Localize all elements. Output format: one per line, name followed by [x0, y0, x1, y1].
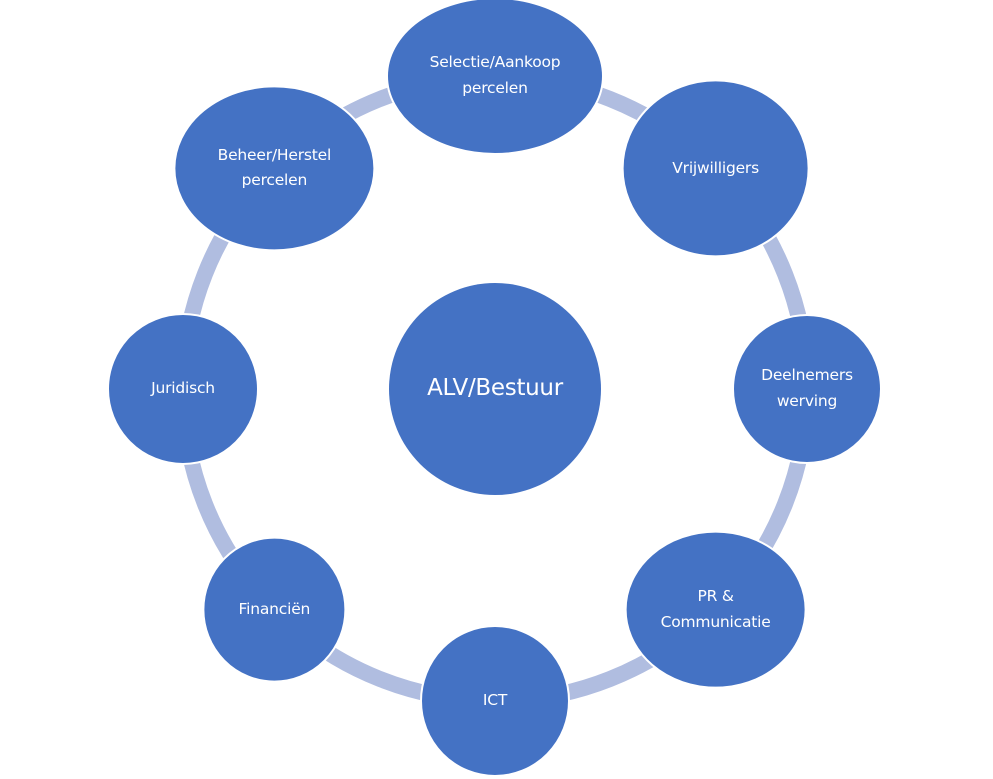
node-label-selectie-aankoop-line: percelen	[462, 79, 528, 97]
node-label-juridisch: Juridisch	[113, 314, 253, 464]
center-label-alv-bestuur: ALV/Bestuur	[395, 283, 595, 495]
node-label-ict: ICT	[425, 626, 565, 776]
node-alv-bestuur	[389, 283, 601, 495]
node-pr-communicatie	[624, 530, 807, 689]
node-juridisch	[107, 313, 259, 465]
node-label-beheer-herstel: Beheer/Herstel percelen	[189, 86, 359, 250]
center-label-alv-bestuur-line: ALV/Bestuur	[427, 375, 563, 402]
node-label-vrijwilligers-line: Vrijwilligers	[672, 158, 759, 177]
node-label-pr-communicatie-line: Communicatie	[660, 612, 771, 631]
node-label-pr-communicatie-line: PR &	[697, 587, 734, 606]
node-selectie-aankoop	[386, 0, 604, 155]
node-deelnemers-werving	[732, 314, 882, 464]
node-label-juridisch-line: Juridisch	[151, 379, 215, 398]
node-ict	[420, 625, 570, 777]
node-label-ict-line: ICT	[482, 691, 508, 710]
node-label-deelnemers-werving-line: werving	[776, 392, 838, 410]
node-label-financien-line: Financiën	[238, 599, 311, 618]
node-label-deelnemers-werving: Deelnemers werving	[737, 315, 877, 463]
node-label-financien: Financiën	[204, 538, 344, 682]
node-financien	[202, 536, 347, 683]
node-vrijwilligers	[621, 79, 810, 258]
node-label-deelnemers-werving-line: Deelnemers	[761, 366, 853, 385]
node-label-selectie-aankoop: Selectie/Aankoop percelen	[405, 0, 585, 154]
node-label-beheer-herstel-line: Beheer/Herstel	[217, 145, 332, 164]
node-label-beheer-herstel-line: percelen	[241, 171, 308, 190]
node-shapes	[107, 0, 882, 777]
node-beheer-herstel	[173, 85, 376, 252]
node-label-selectie-aankoop-line: Selectie/Aankoop	[429, 53, 561, 72]
node-label-pr-communicatie: PR & Communicatie	[631, 532, 801, 688]
node-label-vrijwilligers: Vrijwilligers	[631, 80, 801, 256]
